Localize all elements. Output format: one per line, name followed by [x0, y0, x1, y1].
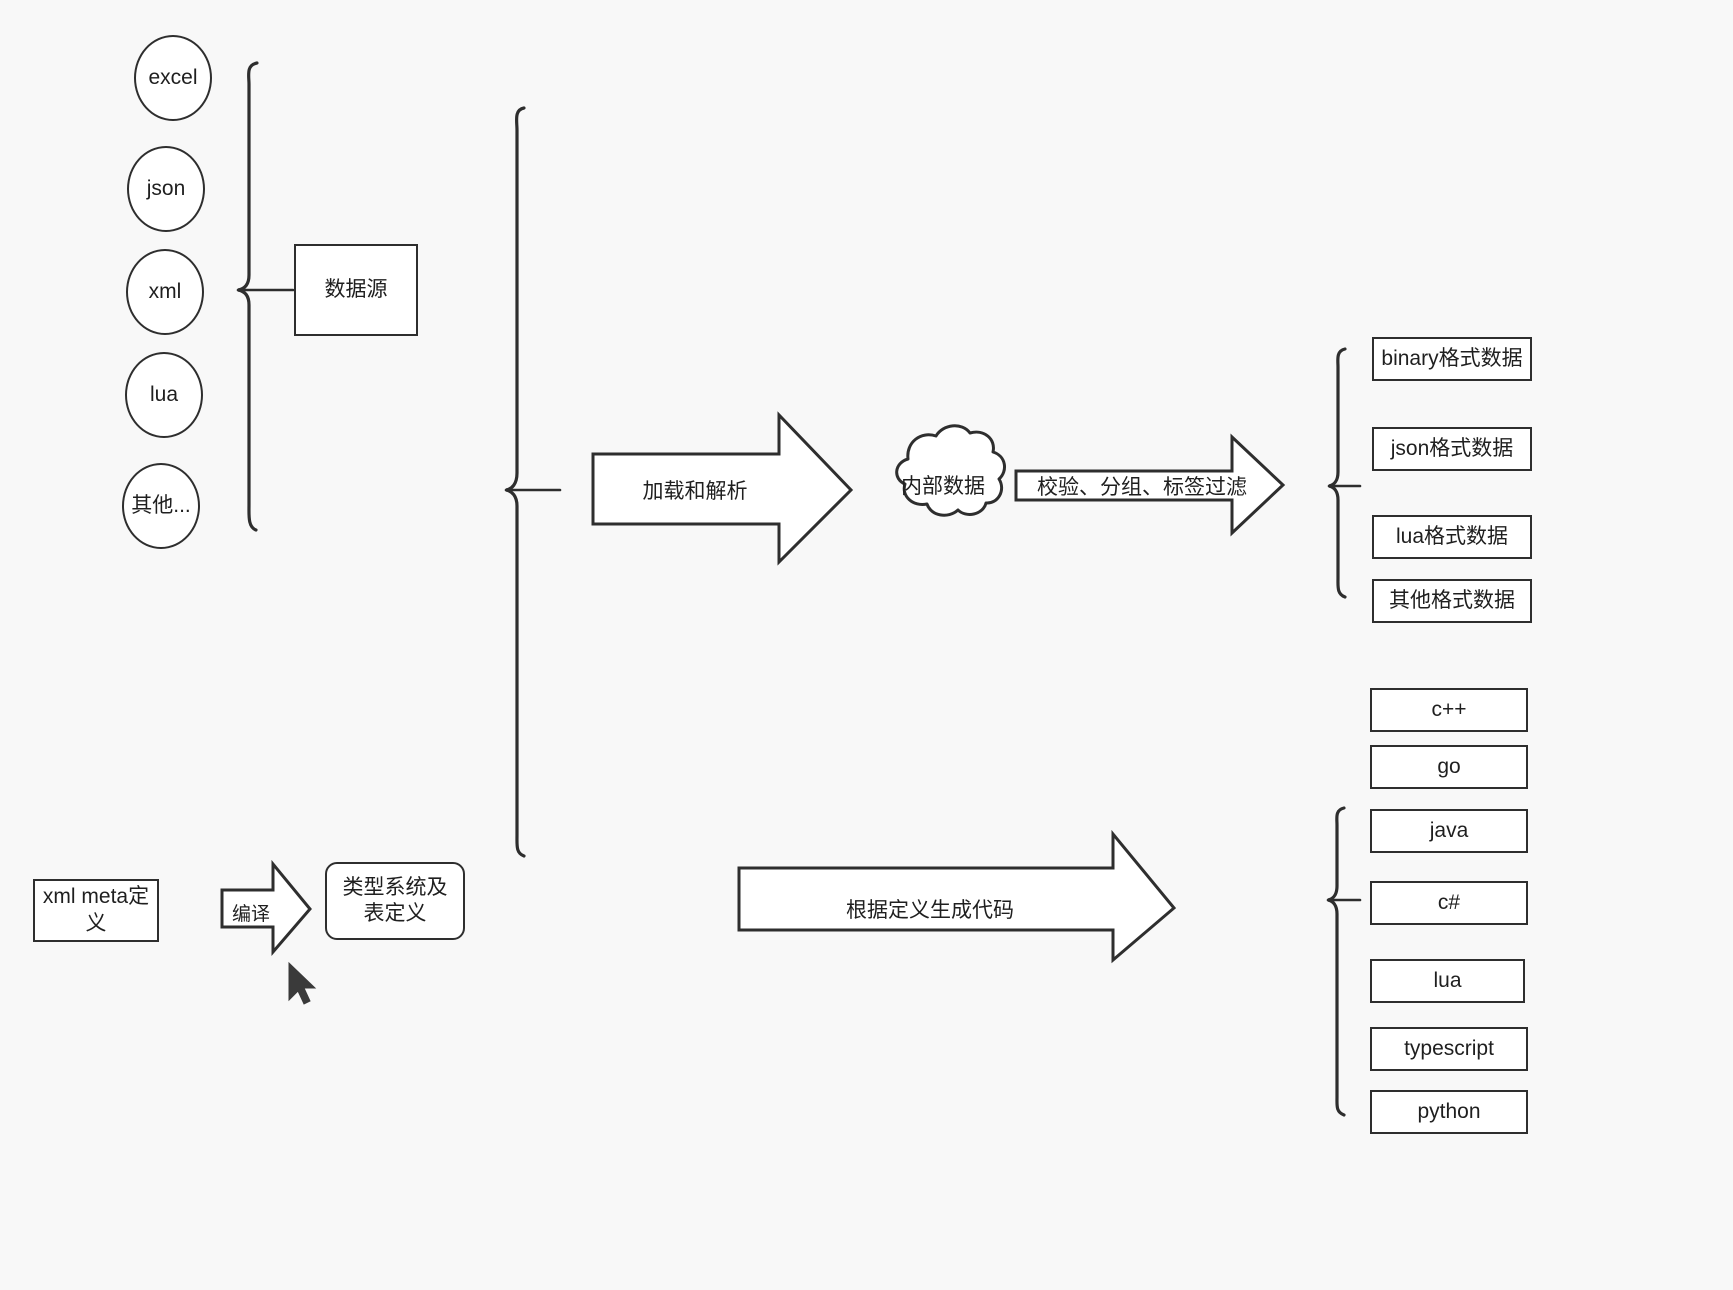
code-output-label: java	[1429, 818, 1469, 842]
source-node-other[interactable]: 其他...	[122, 463, 200, 549]
data-output-lua[interactable]: lua格式数据	[1372, 515, 1532, 559]
datasource-box[interactable]: 数据源	[294, 244, 418, 336]
code-output-label: typescript	[1404, 1036, 1494, 1060]
code-output-lua[interactable]: lua	[1370, 959, 1525, 1003]
compile-arrow-label: 编译	[231, 903, 270, 925]
data-outputs-brace-icon	[1327, 347, 1362, 599]
mouse-cursor-icon	[288, 961, 317, 1005]
source-node-label: json	[146, 176, 186, 200]
load-parse-arrow-label: 加载和解析	[642, 480, 748, 503]
code-output-label: go	[1437, 754, 1461, 778]
internal-data-cloud-label: 内部数据	[901, 475, 985, 498]
code-output-label: c#	[1437, 890, 1461, 914]
code-output-label: lua	[1433, 968, 1462, 992]
data-output-label: 其他格式数据	[1389, 588, 1515, 612]
type-system-label: 类型系统及表定义	[342, 875, 448, 925]
codegen-arrow-label: 根据定义生成代码	[846, 899, 1014, 922]
sources-brace-icon	[236, 61, 295, 532]
code-output-csharp[interactable]: c#	[1370, 881, 1528, 925]
code-output-python[interactable]: python	[1370, 1090, 1528, 1134]
validate-group-filter-arrow-label: 校验、分组、标签过滤	[1037, 476, 1247, 499]
code-output-label: python	[1417, 1099, 1481, 1123]
datasource-box-label: 数据源	[324, 277, 388, 301]
data-output-label: json格式数据	[1390, 436, 1514, 460]
code-output-label: c++	[1431, 697, 1467, 721]
xml-meta-definition-box[interactable]: xml meta定义	[33, 879, 159, 942]
pipeline-input-brace-icon	[504, 106, 562, 858]
source-node-json[interactable]: json	[127, 146, 205, 232]
source-node-label: lua	[149, 382, 179, 406]
code-outputs-brace-icon	[1326, 806, 1362, 1117]
source-node-excel[interactable]: excel	[134, 35, 212, 121]
source-node-label: 其他...	[131, 493, 191, 517]
code-output-typescript[interactable]: typescript	[1370, 1027, 1528, 1071]
data-output-label: binary格式数据	[1381, 346, 1523, 370]
type-system-box[interactable]: 类型系统及表定义	[325, 862, 465, 940]
code-output-go[interactable]: go	[1370, 745, 1528, 789]
xml-meta-definition-label: xml meta定义	[42, 885, 150, 935]
data-output-other[interactable]: 其他格式数据	[1372, 579, 1532, 623]
data-output-binary[interactable]: binary格式数据	[1372, 337, 1532, 381]
data-output-json[interactable]: json格式数据	[1372, 427, 1532, 471]
source-node-xml[interactable]: xml	[126, 249, 204, 335]
data-output-label: lua格式数据	[1395, 524, 1509, 548]
code-output-cpp[interactable]: c++	[1370, 688, 1528, 732]
source-node-label: xml	[148, 279, 182, 303]
source-node-lua[interactable]: lua	[125, 352, 203, 438]
code-output-java[interactable]: java	[1370, 809, 1528, 853]
source-node-label: excel	[148, 65, 198, 89]
